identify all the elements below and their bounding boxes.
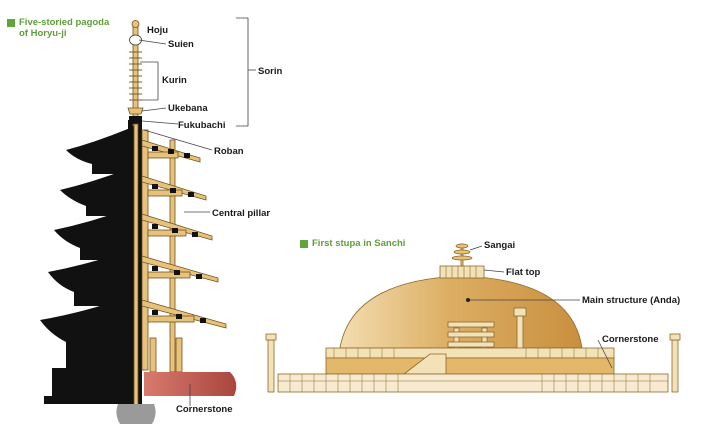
pagoda-title-line-1: Five-storied pagoda [19, 17, 110, 28]
anda-callout-dot [466, 298, 470, 302]
label-hoju: Hoju [147, 25, 169, 36]
label-sangai: Sangai [484, 240, 516, 251]
label-fukubachi: Fukubachi [178, 120, 226, 131]
label-flat-top: Flat top [506, 267, 541, 278]
central-pillar [133, 123, 139, 407]
pagoda-bracket-blocks [152, 146, 206, 323]
stupa-callout-lines [468, 245, 613, 369]
label-stupa-cornerstone: Cornerstone [602, 334, 659, 345]
stupa-illustration [265, 243, 681, 393]
pagoda-illustration [40, 20, 237, 424]
label-main-structure: Main structure (Anda) [582, 295, 681, 306]
pagoda-title-line-2: of Horyu-ji [19, 28, 67, 39]
stupa-title: First stupa in Sanchi [312, 238, 406, 249]
pagoda-legend: Five-storied pagoda of Horyu-ji [7, 17, 109, 39]
label-kurin: Kurin [162, 75, 187, 86]
legend-square-icon [300, 240, 308, 248]
stupa-drum [325, 357, 615, 375]
label-roban: Roban [214, 146, 244, 157]
sangai-parasol [451, 243, 473, 267]
label-ukebana: Ukebana [168, 103, 208, 114]
pagoda-silhouette [40, 120, 142, 404]
pagoda-wood-frame [141, 129, 227, 373]
pagoda-callout-lines [138, 17, 256, 406]
stupa-legend: First stupa in Sanchi [300, 238, 405, 249]
sorin-spire [127, 20, 144, 127]
label-central-pillar: Central pillar [212, 208, 271, 219]
label-suien: Suien [168, 39, 194, 50]
label-pagoda-cornerstone: Cornerstone [176, 404, 233, 415]
stupa-outer-posts [265, 333, 681, 393]
label-sorin: Sorin [258, 66, 283, 77]
legend-square-icon [7, 19, 15, 27]
pagoda-foundation-stone [116, 404, 156, 424]
pagoda-title: Five-storied pagoda of Horyu-ji [19, 17, 109, 39]
